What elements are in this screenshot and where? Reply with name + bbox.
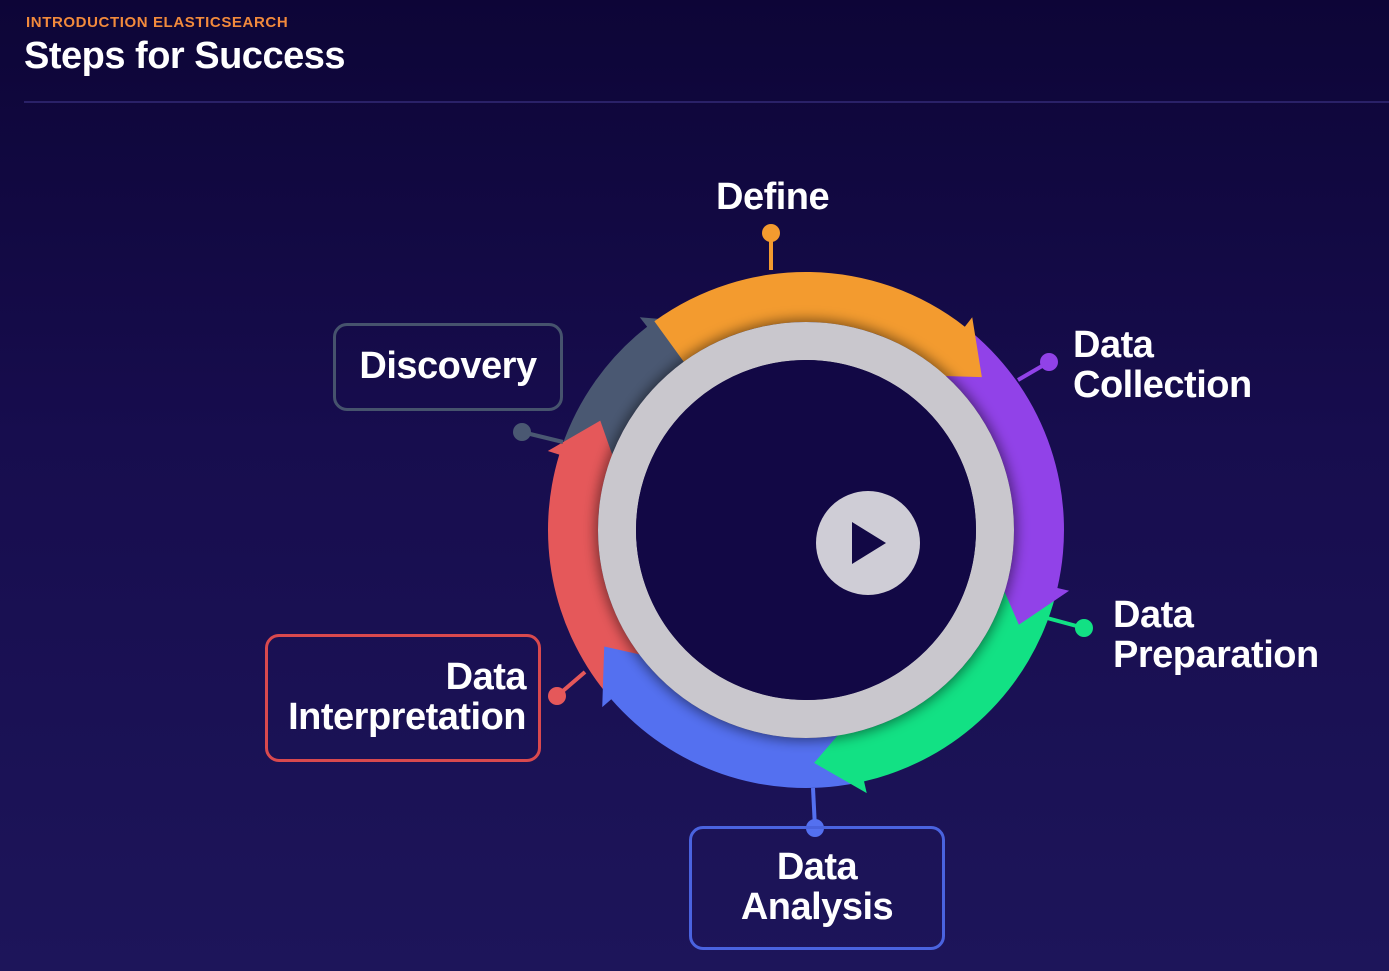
step-define-line-1: Define (716, 176, 830, 218)
play-button[interactable] (816, 491, 920, 595)
cycle-connectors (513, 224, 1093, 837)
step-data-analysis-line-2: Analysis (740, 886, 894, 928)
connector-dot-discovery (513, 423, 531, 441)
connector-dot-data-preparation (1075, 619, 1093, 637)
inner-ring (598, 322, 1014, 738)
step-discovery-box: Discovery (333, 323, 563, 411)
connector-dot-data-collection (1040, 353, 1058, 371)
step-data-preparation-line-2: Preparation (1113, 633, 1319, 676)
step-data-interpretation-line-1: Data (445, 656, 527, 699)
arc-data-analysis (602, 646, 856, 788)
step-data-interpretation-box: Data Interpretation (265, 634, 541, 762)
step-discovery-line-1: Discovery (359, 345, 537, 388)
arc-define (654, 272, 982, 378)
slide-title: Steps for Success (24, 35, 345, 77)
arc-data-preparation (814, 583, 1056, 794)
cycle-arcs (547, 272, 1070, 794)
inner-disc (636, 360, 976, 700)
arc-data-collection (939, 332, 1070, 625)
step-data-collection-line-2: Collection (1073, 363, 1252, 406)
step-data-collection-line-1: Data (1073, 324, 1154, 366)
connector-dot-data-interpretation (548, 687, 566, 705)
step-data-analysis-box: Data Analysis (689, 826, 945, 950)
slide-eyebrow: INTRODUCTION ELASTICSEARCH (26, 14, 289, 31)
connector-dot-define (762, 224, 780, 242)
header-divider (24, 101, 1389, 103)
step-data-preparation-line-1: Data (1113, 594, 1194, 636)
step-data-collection-label: Data Collection (1073, 324, 1252, 406)
slide-header: INTRODUCTION ELASTICSEARCH Steps for Suc… (24, 14, 345, 78)
step-data-interpretation-line-2: Interpretation (288, 696, 526, 738)
step-data-analysis-line-1: Data (776, 846, 858, 889)
play-icon (852, 522, 886, 564)
step-data-preparation-label: Data Preparation (1113, 594, 1319, 676)
step-define-label: Define (716, 176, 830, 218)
